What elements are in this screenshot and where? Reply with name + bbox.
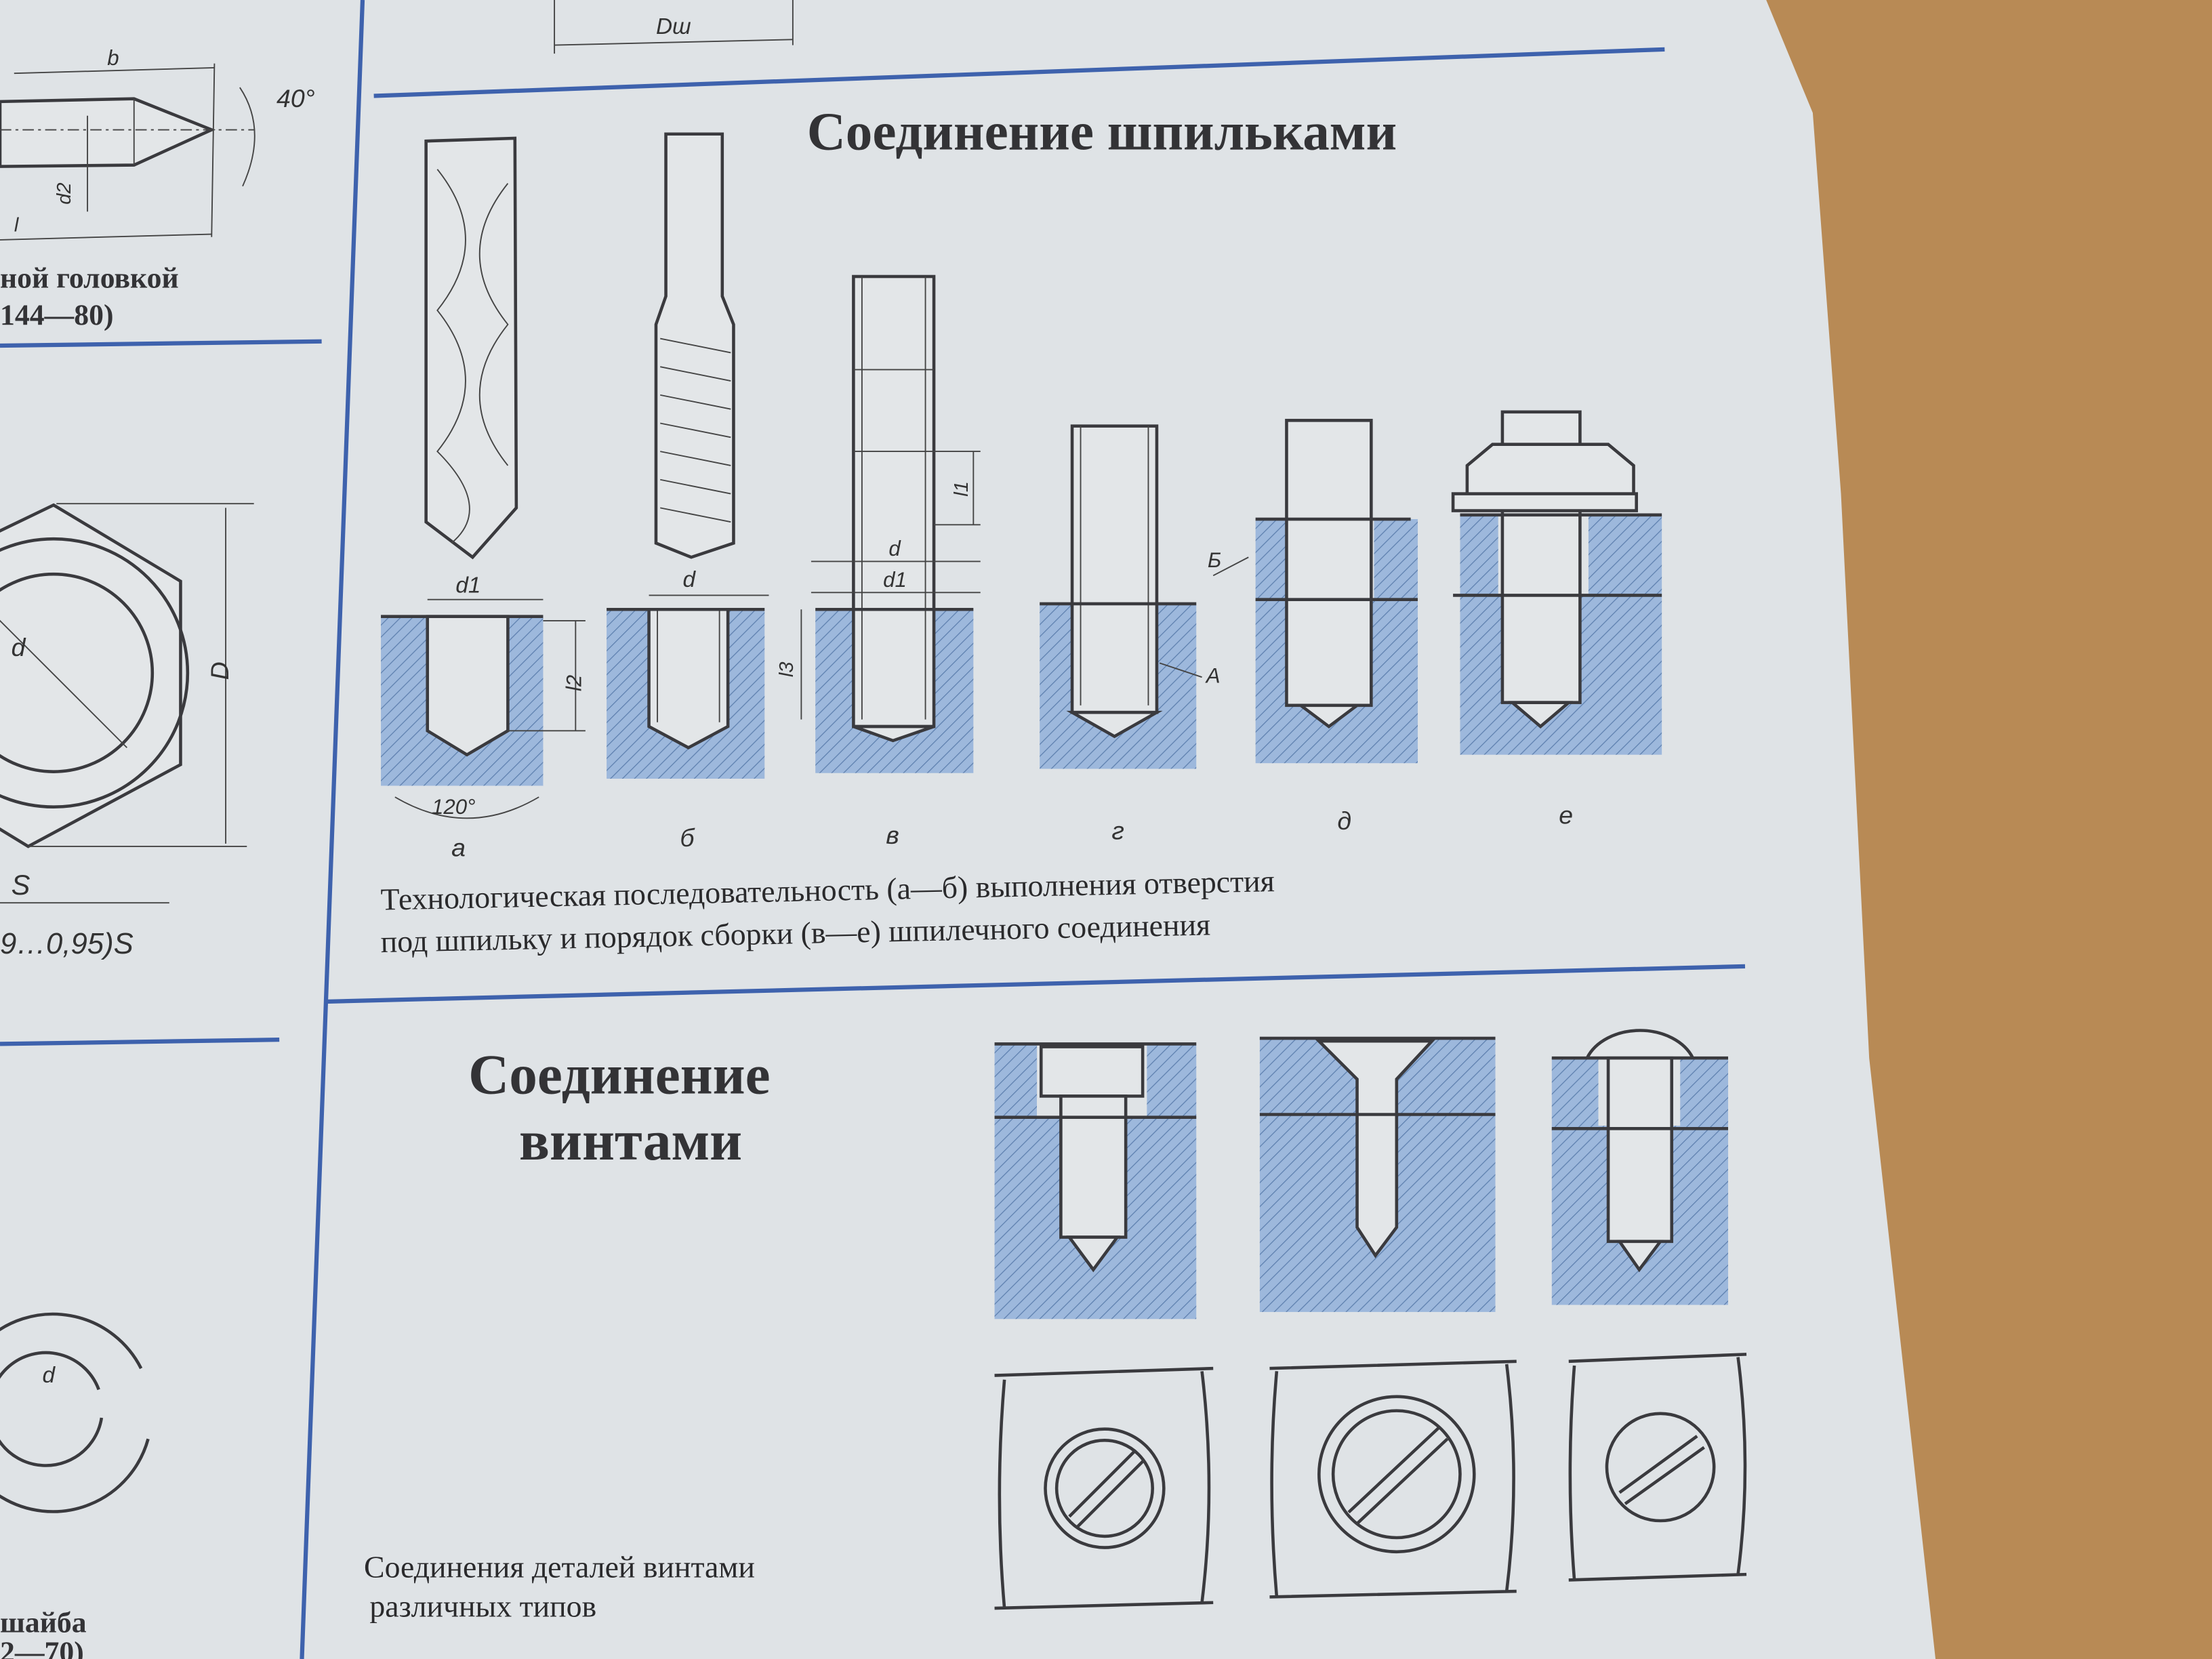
screw-countersunk-section (1259, 1036, 1496, 1312)
page-dividers (0, 0, 1746, 1659)
nut-caption: 9…0,95)S (0, 927, 134, 960)
figure-g-stud-installed: А г (1040, 424, 1221, 845)
dim-dsh: Dш (656, 14, 691, 39)
dim-b: b (107, 46, 119, 70)
washer-caption-line2: 2—70) (0, 1636, 84, 1659)
figure-label-g: г (1111, 817, 1124, 845)
figure-label-e: е (1559, 801, 1573, 830)
figure-label-b: б (680, 823, 695, 852)
screw-caption-line1: Соединения деталей винтами (364, 1549, 755, 1584)
figure-label-v: в (886, 821, 899, 849)
figure-d-part-placed: Б д (1208, 419, 1418, 835)
figure-label-d: д (1337, 806, 1351, 835)
dim-l: l (14, 214, 20, 236)
angle-40: 40° (276, 84, 315, 112)
figure-a-drilled-hole: d1 l2 120° а (381, 136, 586, 862)
label-d-v: d (888, 537, 901, 560)
dim-S: S (12, 869, 30, 901)
screw-caption-line2: различных типов (369, 1589, 596, 1624)
label-l2: l2 (562, 675, 586, 691)
screw-round-head-section (1551, 1029, 1728, 1305)
pin-drawing: b 40° d2 l ной головкой 144—80) (0, 46, 315, 331)
stud-section-title: Соединение шпильками (807, 103, 1397, 162)
label-120: 120° (432, 795, 476, 819)
top-fragment-dimension: Dш (554, 0, 794, 54)
washer-dim-d: d (42, 1363, 56, 1388)
pin-caption-line1: ной головкой (0, 262, 179, 295)
pin-caption-line2: 144—80) (0, 299, 114, 331)
figure-b-tapped-hole: d б (607, 132, 769, 852)
dim-D: D (205, 661, 234, 680)
screw-section-title-line1: Соединение (468, 1044, 770, 1106)
label-d1-v: d1 (883, 568, 907, 592)
label-l3: l3 (776, 662, 798, 678)
figure-v-stud-screwed: d d1 l1 l3 в (776, 274, 981, 849)
screw-section-title-line2: винтами (519, 1110, 742, 1172)
screw-cheese-head-section (994, 1042, 1197, 1319)
figure-e-nut-tightened: е (1451, 410, 1662, 830)
screw-top-views (994, 1353, 1747, 1610)
label-A: А (1205, 664, 1221, 688)
dim-d2: d2 (54, 182, 75, 204)
label-l1: l1 (951, 481, 972, 497)
label-B: Б (1208, 548, 1221, 572)
nut-drawing: d D S 9…0,95)S (0, 503, 254, 960)
dim-d: d (12, 633, 26, 661)
figure-label-a: а (451, 834, 466, 862)
page-sheet (0, 0, 1936, 1659)
label-d1: d1 (455, 573, 480, 598)
washer-drawing: d шайба 2—70) (0, 1312, 150, 1659)
washer-caption-line1: шайба (0, 1606, 87, 1639)
label-d-b: d (683, 567, 697, 592)
